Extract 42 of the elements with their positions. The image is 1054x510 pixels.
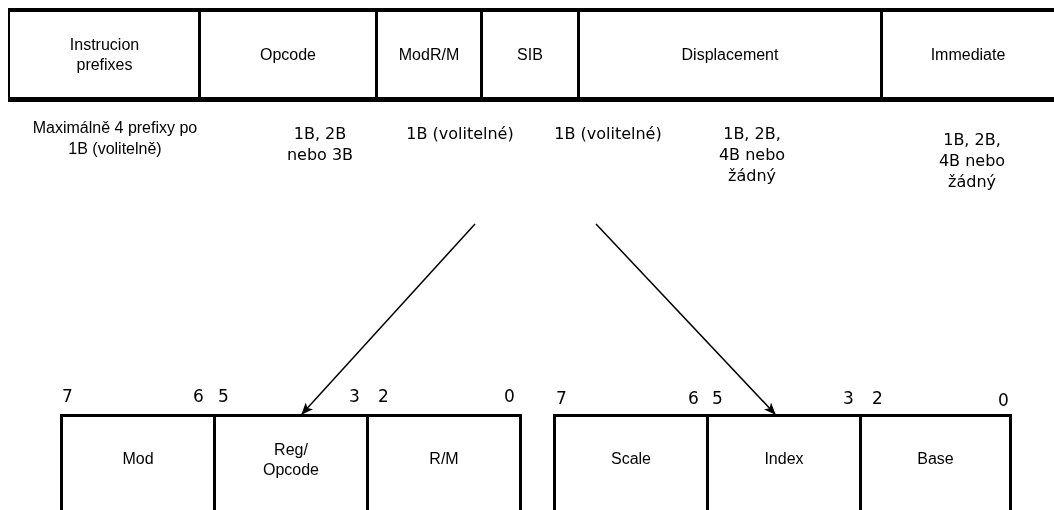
field-cell [553, 414, 709, 510]
bit-number: 0 [998, 390, 1009, 410]
bit-number: 2 [378, 386, 389, 406]
field-cell [375, 8, 483, 102]
size-note: Maximálně 4 prefixy po 1B (volitelně) [31, 118, 199, 159]
arrow [301, 223, 476, 415]
field-name: ModR/M [398, 44, 460, 65]
field-name: Opcode [259, 44, 316, 65]
arrow [595, 223, 776, 415]
field-cell [366, 414, 522, 510]
field-cell [859, 414, 1012, 510]
bit-number: 7 [62, 386, 73, 406]
bit-number: 6 [193, 386, 204, 406]
bit-number: 3 [843, 388, 854, 408]
field-name: R/M [429, 449, 459, 469]
bit-number: 7 [556, 388, 567, 408]
bit-number: 6 [688, 388, 699, 408]
bit-number: 5 [712, 388, 723, 408]
field-cell [198, 8, 378, 102]
field-name: Index [764, 449, 804, 469]
field-name: Instrucion prefixes [68, 34, 141, 75]
field-name: Reg/ Opcode [261, 440, 320, 480]
field-cell [577, 8, 883, 102]
field-name: Immediate [930, 44, 1006, 65]
field-cell [60, 414, 216, 510]
bit-number: 5 [218, 386, 229, 406]
bit-number: 0 [504, 386, 515, 406]
field-name: Base [917, 449, 954, 469]
field-cell [480, 8, 580, 102]
size-note: 1B, 2B, 4B nebo žádný [717, 124, 787, 187]
bit-number: 2 [872, 388, 883, 408]
field-name: SIB [517, 44, 543, 65]
size-note: 1B, 2B nebo 3B [285, 124, 355, 166]
field-name: Displacement [681, 44, 779, 65]
field-name: Mod [122, 449, 154, 469]
size-note: 1B, 2B, 4B nebo žádný [937, 130, 1007, 193]
field-cell [880, 8, 1054, 102]
field-cell [8, 8, 201, 102]
size-note: 1B (volitelné) [405, 124, 515, 145]
bit-number: 3 [349, 386, 360, 406]
size-note: 1B (volitelné) [553, 124, 663, 145]
field-name: Scale [611, 449, 651, 469]
